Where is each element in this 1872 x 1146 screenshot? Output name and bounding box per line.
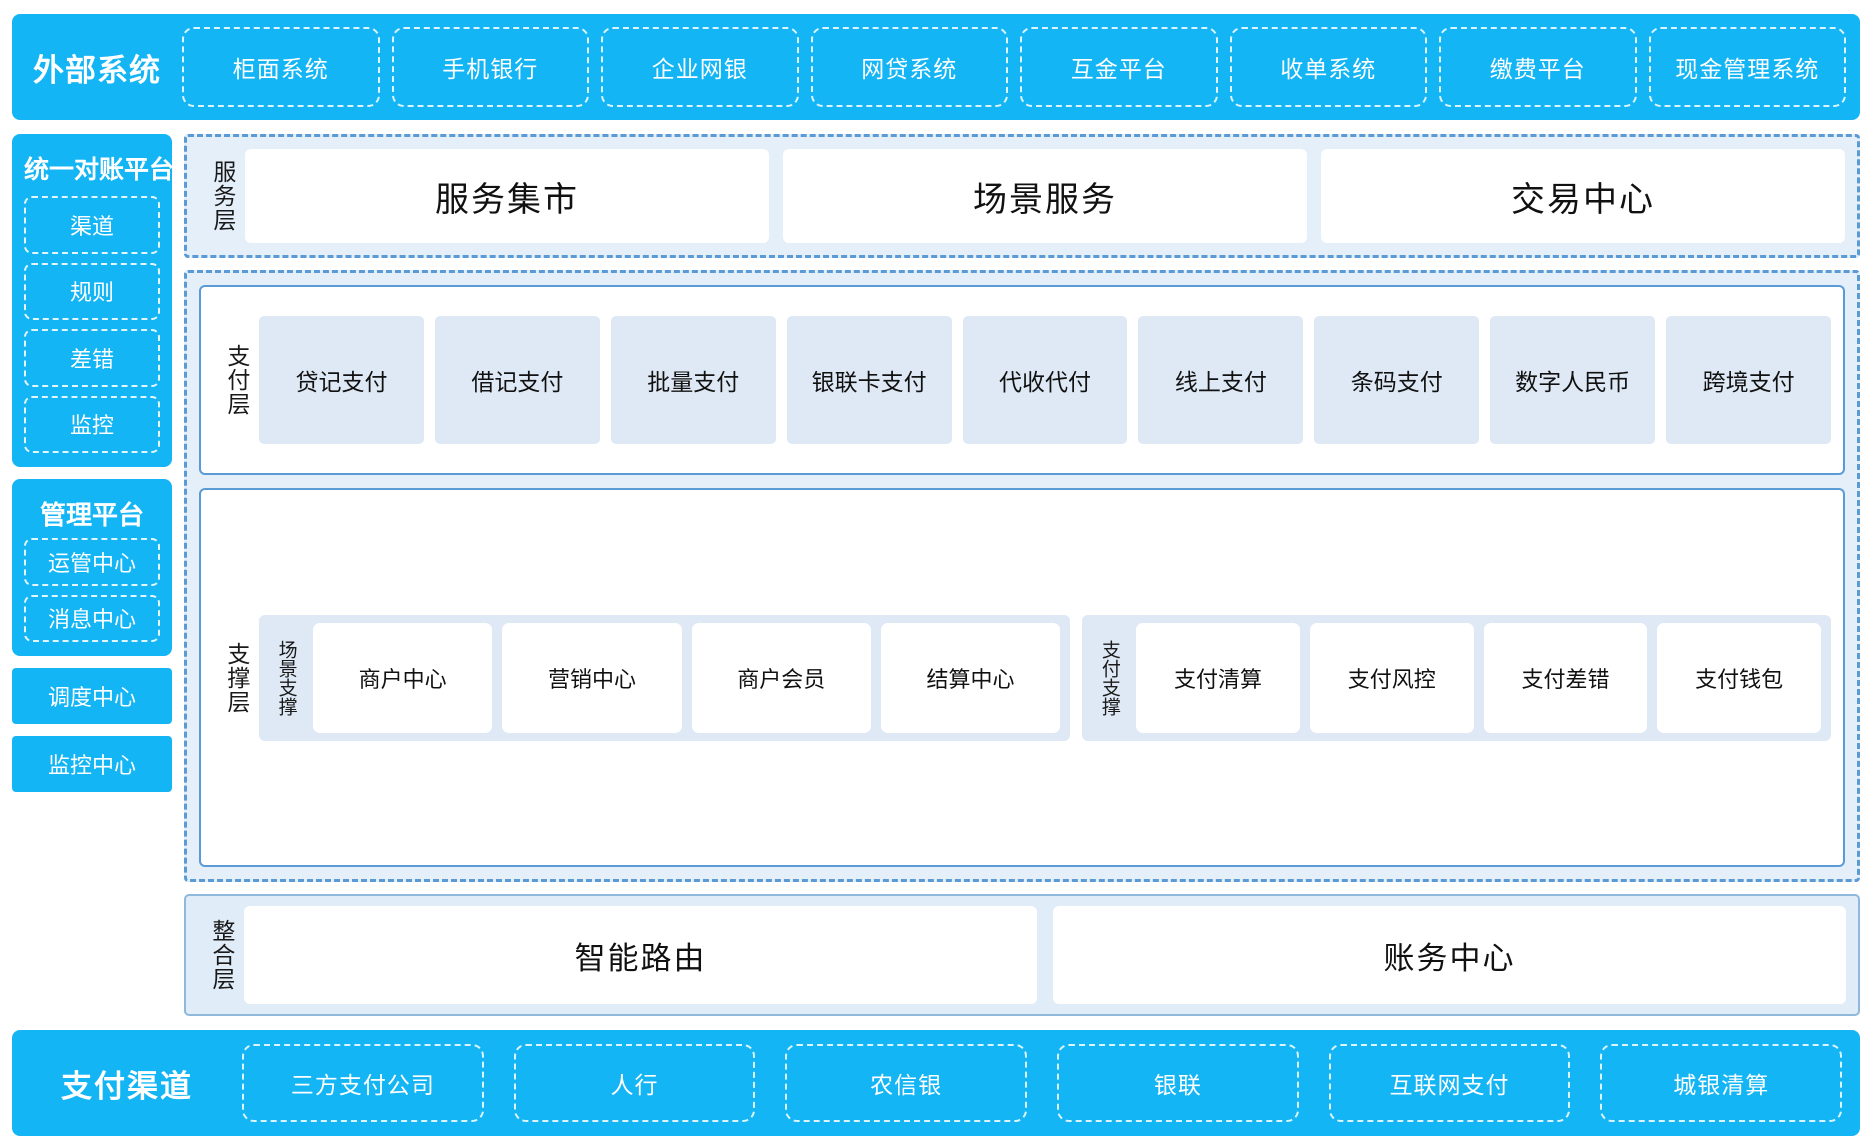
external-system-chip[interactable]: 企业网银 xyxy=(601,27,799,107)
payment-support-block: 支付支撑 支付清算 支付风控 支付差错 支付钱包 xyxy=(1082,614,1831,741)
service-card[interactable]: 场景服务 xyxy=(783,149,1307,243)
scene-support-card[interactable]: 商户会员 xyxy=(691,622,871,733)
payment-card[interactable]: 借记支付 xyxy=(434,316,600,444)
payment-support-card[interactable]: 支付差错 xyxy=(1483,622,1648,733)
left-rail: 统一对账平台 渠道 规则 差错 监控 管理平台 运管中心 消息中心 调度中心 监… xyxy=(12,134,175,1016)
payment-layer-label: 支付层 xyxy=(223,344,250,416)
payment-support-label: 支付支撑 xyxy=(1098,639,1120,716)
management-platform-title: 管理平台 xyxy=(39,500,144,530)
reconciliation-item[interactable]: 规则 xyxy=(24,262,160,320)
integration-layer-cards: 智能路由 账务中心 xyxy=(244,906,1846,1004)
management-platform-card: 管理平台 运管中心 消息中心 xyxy=(12,479,172,656)
payment-channel-chip[interactable]: 农信银 xyxy=(785,1044,1028,1122)
external-systems-bar: 外部系统 柜面系统 手机银行 企业网银 网贷系统 互金平台 收单系统 缴费平台 … xyxy=(12,14,1860,120)
payment-card[interactable]: 数字人民币 xyxy=(1490,316,1656,444)
external-systems-title: 外部系统 xyxy=(33,52,161,88)
external-systems-list: 柜面系统 手机银行 企业网银 网贷系统 互金平台 收单系统 缴费平台 现金管理系… xyxy=(182,27,1846,107)
payment-card[interactable]: 跨境支付 xyxy=(1666,316,1832,444)
payment-channel-chip[interactable]: 互联网支付 xyxy=(1328,1044,1571,1122)
payment-card[interactable]: 银联卡支付 xyxy=(786,316,952,444)
integration-card[interactable]: 账务中心 xyxy=(1053,906,1846,1004)
platform-stack: 服务层 服务集市 场景服务 交易中心 支付层 贷记支付 借记支付 批量支付 银联… xyxy=(184,134,1860,1016)
external-system-chip[interactable]: 现金管理系统 xyxy=(1648,27,1846,107)
service-layer-group: 服务层 服务集市 场景服务 交易中心 xyxy=(184,134,1860,258)
external-system-chip[interactable]: 缴费平台 xyxy=(1439,27,1637,107)
support-layer-label: 支撑层 xyxy=(223,641,250,714)
core-layers-group: 支付层 贷记支付 借记支付 批量支付 银联卡支付 代收代付 线上支付 条码支付 … xyxy=(184,270,1860,882)
payment-card[interactable]: 批量支付 xyxy=(610,316,776,444)
management-item[interactable]: 消息中心 xyxy=(24,594,160,642)
payment-channels-list: 三方支付公司 人行 农信银 银联 互联网支付 城银清算 xyxy=(242,1044,1843,1122)
integration-card[interactable]: 智能路由 xyxy=(244,906,1037,1004)
management-platform-items: 运管中心 消息中心 xyxy=(24,538,160,642)
reconciliation-platform-card: 统一对账平台 渠道 规则 差错 监控 xyxy=(12,134,175,467)
integration-layer-label: 整合层 xyxy=(208,919,235,991)
scene-support-card[interactable]: 结算中心 xyxy=(880,622,1061,733)
reconciliation-item[interactable]: 差错 xyxy=(24,329,160,387)
service-card[interactable]: 服务集市 xyxy=(245,149,769,243)
scheduling-center-card[interactable]: 调度中心 xyxy=(12,668,172,724)
reconciliation-item[interactable]: 监控 xyxy=(24,395,160,453)
scene-support-label: 场景支撑 xyxy=(275,639,297,716)
payment-channel-chip[interactable]: 城银清算 xyxy=(1600,1044,1843,1122)
scene-support-cards: 商户中心 营销中心 商户会员 结算中心 xyxy=(313,622,1061,733)
service-layer-label: 服务层 xyxy=(209,160,236,232)
payment-channels-bar: 支付渠道 三方支付公司 人行 农信银 银联 互联网支付 城银清算 xyxy=(12,1030,1860,1136)
management-item[interactable]: 运管中心 xyxy=(24,538,160,586)
payment-channel-chip[interactable]: 三方支付公司 xyxy=(242,1044,484,1122)
payment-support-cards: 支付清算 支付风控 支付差错 支付钱包 xyxy=(1136,622,1822,733)
payment-card[interactable]: 条码支付 xyxy=(1314,316,1480,444)
payment-layer-panel: 支付层 贷记支付 借记支付 批量支付 银联卡支付 代收代付 线上支付 条码支付 … xyxy=(199,285,1845,475)
integration-layer-group: 整合层 智能路由 账务中心 xyxy=(184,894,1860,1016)
external-system-chip[interactable]: 柜面系统 xyxy=(182,27,380,107)
payment-card[interactable]: 贷记支付 xyxy=(259,316,424,444)
reconciliation-platform-title: 统一对账平台 xyxy=(24,156,175,184)
monitoring-center-card[interactable]: 监控中心 xyxy=(12,736,172,792)
support-layer-body: 场景支撑 商户中心 营销中心 商户会员 结算中心 支付支撑 支付清算 xyxy=(259,500,1831,855)
external-system-chip[interactable]: 手机银行 xyxy=(391,27,589,107)
payment-support-card[interactable]: 支付钱包 xyxy=(1657,622,1822,733)
support-layer-panel: 支撑层 场景支撑 商户中心 营销中心 商户会员 结算中心 xyxy=(199,488,1845,867)
payment-channel-chip[interactable]: 银联 xyxy=(1057,1044,1299,1122)
scene-support-block: 场景支撑 商户中心 营销中心 商户会员 结算中心 xyxy=(259,614,1071,741)
middle-region: 统一对账平台 渠道 规则 差错 监控 管理平台 运管中心 消息中心 调度中心 监… xyxy=(12,134,1860,1016)
payment-channel-chip[interactable]: 人行 xyxy=(513,1044,756,1122)
payment-card[interactable]: 代收代付 xyxy=(962,316,1128,444)
service-card[interactable]: 交易中心 xyxy=(1321,149,1845,243)
service-layer-cards: 服务集市 场景服务 交易中心 xyxy=(245,149,1845,243)
scene-support-card[interactable]: 营销中心 xyxy=(502,622,682,733)
external-system-chip[interactable]: 网贷系统 xyxy=(810,27,1008,107)
payment-card[interactable]: 线上支付 xyxy=(1138,316,1304,444)
payment-support-card[interactable]: 支付清算 xyxy=(1136,622,1300,733)
external-system-chip[interactable]: 互金平台 xyxy=(1020,27,1218,107)
payment-channels-title: 支付渠道 xyxy=(61,1068,193,1104)
reconciliation-item[interactable]: 渠道 xyxy=(24,196,160,254)
payment-support-card[interactable]: 支付风控 xyxy=(1309,622,1474,733)
payment-layer-cards: 贷记支付 借记支付 批量支付 银联卡支付 代收代付 线上支付 条码支付 数字人民… xyxy=(259,310,1832,450)
reconciliation-platform-items: 渠道 规则 差错 监控 xyxy=(24,196,160,453)
external-system-chip[interactable]: 收单系统 xyxy=(1229,27,1427,107)
scene-support-card[interactable]: 商户中心 xyxy=(313,622,493,733)
